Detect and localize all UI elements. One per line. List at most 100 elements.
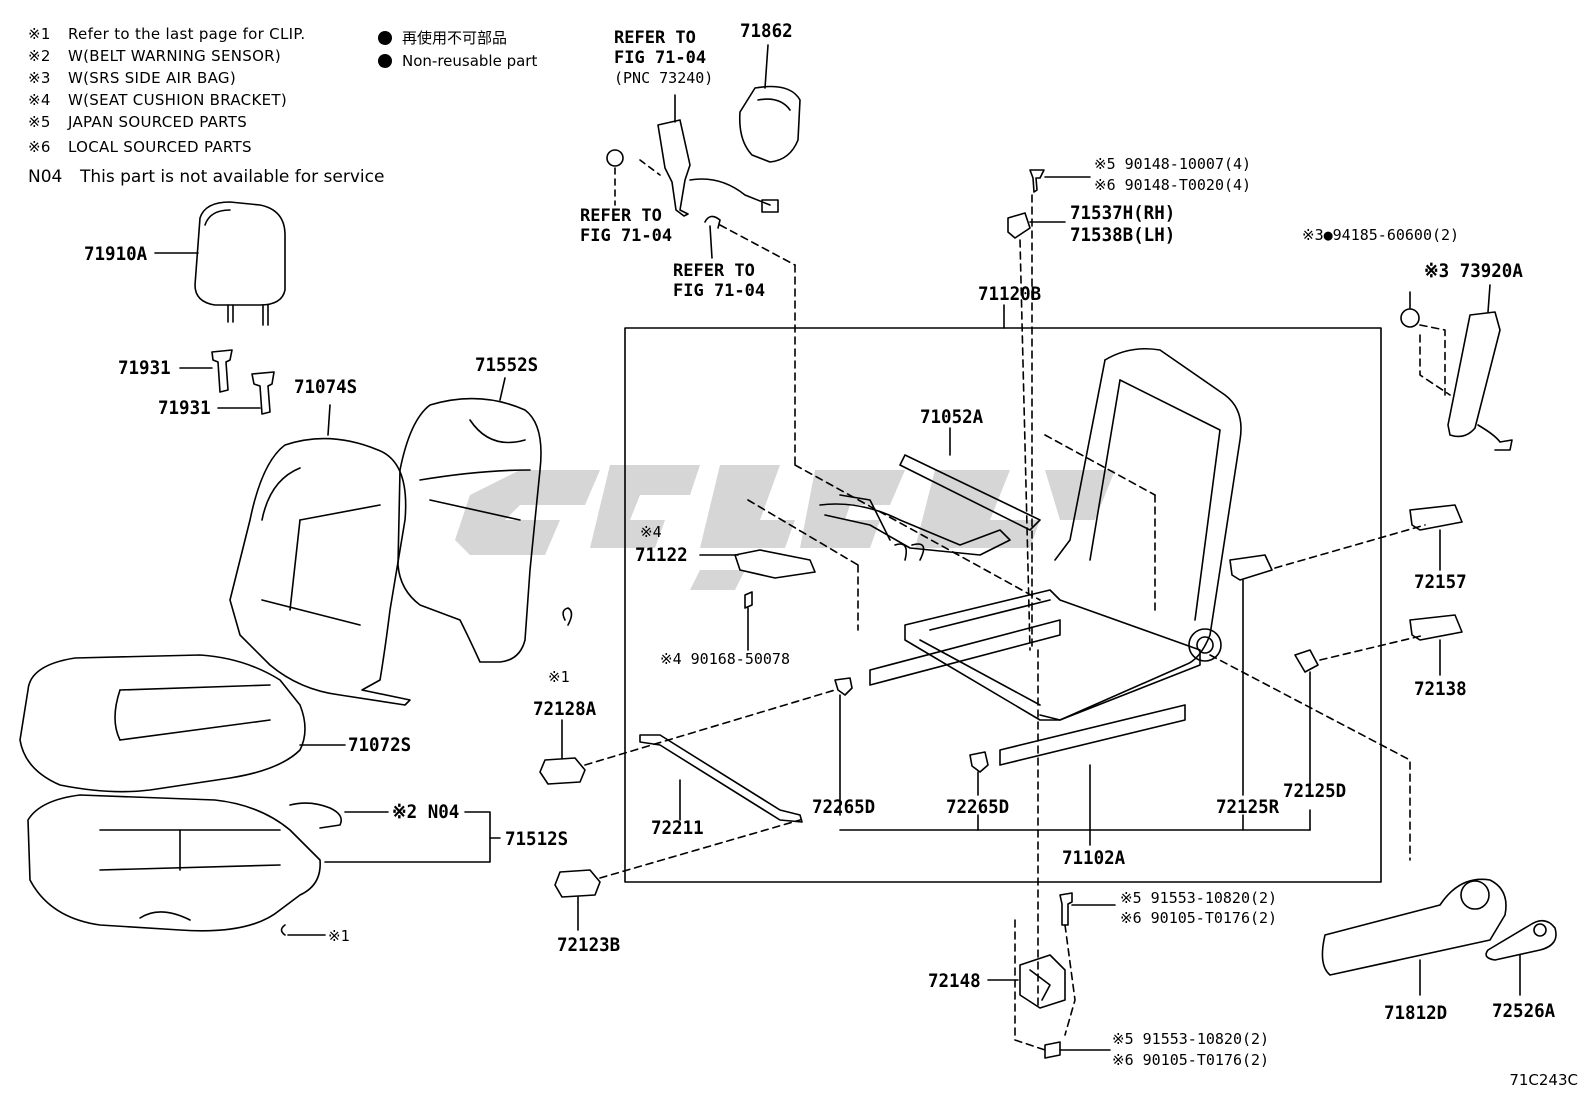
part-label-72265d[interactable]: 72265D [946,796,1010,818]
refer-label-guide: REFER TO FIG 71-04 [673,261,765,301]
non-reusable-legend-jp: 再使用不可部品 [378,27,507,48]
legend-text: Refer to the last page for CLIP. [68,25,306,43]
part-label-72123b[interactable]: 72123B [557,934,621,956]
refer-label-buckle: REFER TO FIG 71-04 (PNC 73240) [614,28,713,88]
part-label-91553-10820[interactable]: ※5 91553-10820(2) [1112,1030,1270,1048]
part-label-71812d[interactable]: 71812D [1384,1002,1448,1024]
legend-mark: ※1 [28,25,51,43]
headrest-drawing [154,201,286,326]
part-label-71910a[interactable]: 71910A [84,243,148,265]
part-label-90105-t0176[interactable]: ※6 90105-T0176(2) [1112,1051,1270,1069]
bracket-mark-label: ※4 [640,523,662,541]
part-label-71931[interactable]: 71931 [118,357,171,379]
watermark-logo [455,465,1115,590]
legend-text: W(SEAT CUSHION BRACKET) [68,91,287,109]
part-label-72211[interactable]: 72211 [651,817,704,839]
part-label-71122[interactable]: 71122 [635,544,688,566]
part-label-71072s[interactable]: 71072S [348,734,412,756]
cushion-cover-drawing [19,654,346,793]
part-label-72526a[interactable]: 72526A [1492,1000,1556,1022]
cover-72157-drawing [1409,504,1463,676]
part-label-72148[interactable]: 72148 [928,970,981,992]
part-label-90148-t0020[interactable]: ※6 90148-T0020(4) [1094,176,1252,194]
cover-71537-drawing [1007,169,1156,1011]
part-label-71102a[interactable]: 71102A [1062,847,1126,869]
part-label-n04[interactable]: ※2 N04 [392,801,460,823]
non-reusable-jp-text: 再使用不可部品 [402,29,508,47]
refer-line: FIG 71-04 [614,48,707,68]
part-label-72128a[interactable]: 72128A [533,698,597,720]
legend-item-4: ※4 W(SEAT CUSHION BRACKET) [28,91,287,109]
refer-line: REFER TO [673,261,755,281]
part-label-90105-t0176[interactable]: ※6 90105-T0176(2) [1120,909,1278,927]
part-label-90148-10007[interactable]: ※5 90148-10007(4) [1094,155,1252,173]
non-reusable-dot-icon [378,54,392,68]
n04-code: N04 [28,167,63,187]
part-label-71862[interactable]: 71862 [740,20,793,42]
part-label-72138[interactable]: 72138 [1414,678,1467,700]
seat-frame-box [624,327,1382,883]
legend-mark: ※2 [28,47,51,65]
legend-item-5: ※5 JAPAN SOURCED PARTS [28,113,247,131]
part-label-90168-50078[interactable]: ※4 90168-50078 [660,650,790,668]
sensor-drawing [738,44,801,163]
part-label-71537h[interactable]: 71537H(RH) [1070,202,1176,224]
cover-72128a-drawing [539,689,836,785]
legend-item-3: ※3 W(SRS SIDE AIR BAG) [28,69,236,87]
cover-72125-drawing [1229,524,1426,831]
part-label-72157[interactable]: 72157 [1414,571,1467,593]
spring-drawing [819,427,1041,561]
bracket-72148-drawing [987,892,1116,1059]
part-label-71052a[interactable]: 71052A [920,406,984,428]
clip-mark-label: ※1 [328,927,350,945]
side-cover-drawing [1209,654,1507,996]
non-reusable-dot-icon [378,31,392,45]
clip-drawing [280,607,573,936]
illustration-code: 71C243C [1509,1071,1578,1089]
part-label-91553-10820[interactable]: ※5 91553-10820(2) [1120,889,1278,907]
refer-label-anchor: REFER TO FIG 71-04 [580,206,672,246]
part-label-72125d[interactable]: 72125D [1283,780,1347,802]
part-label-71120b[interactable]: 71120B [978,283,1042,305]
n04-note: N04 This part is not available for servic… [28,167,384,187]
airbag-drawing [1400,284,1513,451]
legend-item-2: ※2 W(BELT WARNING SENSOR) [28,47,281,65]
legend-mark: ※4 [28,91,51,109]
seatbelt-buckle-drawing [606,94,1041,601]
refer-line: FIG 71-04 [580,226,673,246]
lever-drawing [1485,919,1557,996]
bar-drawing [639,734,803,823]
part-label-72265d[interactable]: 72265D [812,796,876,818]
legend-item-6: ※6 LOCAL SOURCED PARTS [28,138,252,156]
legend-mark: ※6 [28,138,51,156]
part-label-71074s[interactable]: 71074S [294,376,358,398]
legend-mark: ※3 [28,69,51,87]
cushion-bracket-drawing [699,499,859,651]
clip-mark-label: ※1 [548,668,570,686]
legend-item-1: ※1 Refer to the last page for CLIP. [28,25,305,43]
seatback-pad-drawing [397,377,542,663]
part-label-71552s[interactable]: 71552S [475,354,539,376]
part-label-71931[interactable]: 71931 [158,397,211,419]
part-label-71512s[interactable]: 71512S [505,828,569,850]
part-label-94185-60600[interactable]: ※3●94185-60600(2) [1302,226,1460,244]
part-label-71538b[interactable]: 71538B(LH) [1070,224,1176,246]
legend-text: LOCAL SOURCED PARTS [68,138,252,156]
legend-mark: ※5 [28,113,51,131]
refer-line: FIG 71-04 [673,281,766,301]
cushion-pad-drawing [27,794,501,932]
legend-text: W(SRS SIDE AIR BAG) [68,69,236,87]
refer-line: REFER TO [614,28,696,48]
cover-72123b-drawing [554,819,801,931]
refer-line: (PNC 73240) [614,69,714,87]
n04-text: This part is not available for service [80,167,385,187]
legend-text: JAPAN SOURCED PARTS [68,113,248,131]
part-label-72125r[interactable]: 72125R [1216,796,1280,818]
part-label-73920a[interactable]: ※3 73920A [1424,260,1523,282]
seatback-cover-drawing [229,404,411,706]
non-reusable-en-text: Non-reusable part [402,52,538,70]
legend-text: W(BELT WARNING SENSOR) [68,47,282,65]
clip-72265d-drawing [834,677,1311,831]
